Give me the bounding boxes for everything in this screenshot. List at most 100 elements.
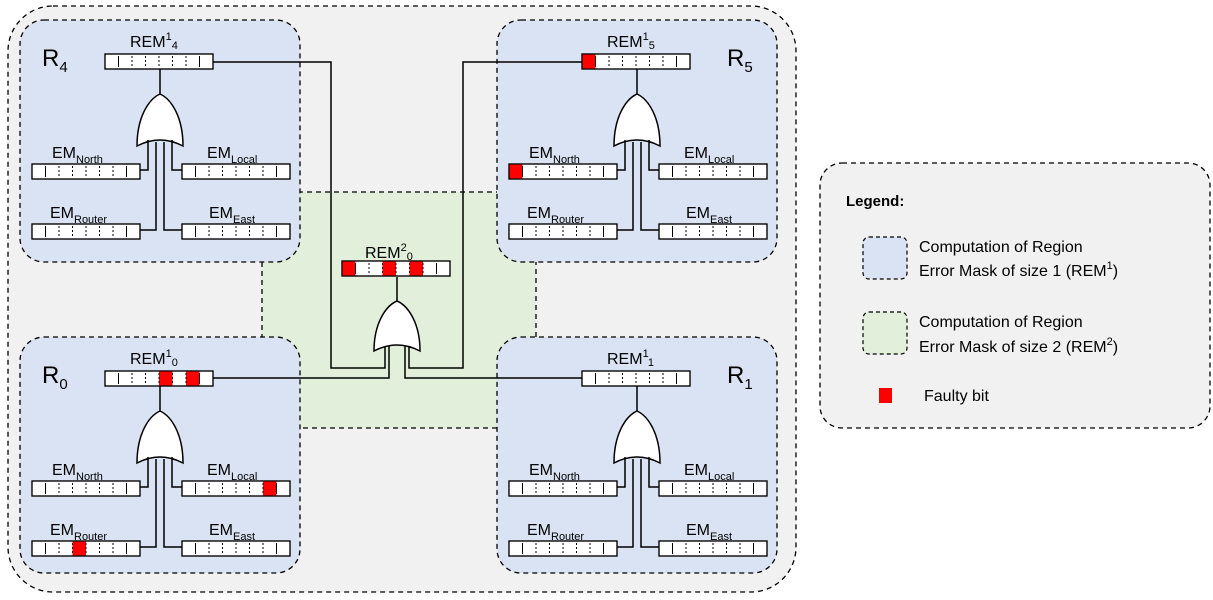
region-r1-em-north-label: EMNorth bbox=[529, 462, 580, 483]
region-r5-em-router-register bbox=[508, 223, 618, 240]
rem2-or-gate bbox=[373, 300, 421, 353]
region-r5-em-router-register-outline bbox=[508, 223, 618, 240]
region-r5-em-north-register-outline bbox=[508, 163, 618, 180]
region-r5-name: R5 bbox=[727, 45, 753, 76]
region-r4-em-local-register bbox=[181, 163, 291, 180]
region-r5-em-north-register bbox=[508, 163, 618, 180]
region-r0-wires bbox=[140, 386, 182, 548]
region-r1-or-gate bbox=[613, 410, 661, 465]
region-r1-name: R1 bbox=[727, 362, 753, 393]
region-r1-em-east-register bbox=[658, 540, 768, 557]
region-r4-em-east-register bbox=[181, 223, 291, 240]
region-r5-em-local-register-outline bbox=[658, 163, 768, 180]
region-r0-or-gate bbox=[136, 410, 184, 465]
region-r0-rem-label: REM10 bbox=[130, 348, 178, 369]
region-r0-em-router-label: EMRouter bbox=[50, 522, 107, 543]
region-r5-em-router-label: EMRouter bbox=[527, 205, 584, 226]
region-r4-em-north-label: EMNorth bbox=[52, 145, 103, 166]
region-r4-or-gate bbox=[136, 93, 184, 148]
region-r1-em-router-register-outline bbox=[508, 540, 618, 557]
region-r0-em-router-register-outline bbox=[31, 540, 141, 557]
legend-item3: Faulty bit bbox=[924, 388, 989, 405]
legend-item1-line2: Error Mask of size 1 (REM1) bbox=[919, 260, 1118, 280]
region-r0-em-north-register bbox=[31, 480, 141, 497]
legend-title: Legend: bbox=[846, 193, 904, 210]
faulty-bit bbox=[509, 164, 523, 179]
region-r4-name: R4 bbox=[42, 45, 68, 76]
region-r4-wires bbox=[140, 69, 182, 231]
region-r0-em-east-register bbox=[181, 540, 291, 557]
rem2-wiring bbox=[213, 61, 582, 379]
faulty-bit bbox=[409, 261, 423, 276]
region-r0-em-north-label: EMNorth bbox=[52, 462, 103, 483]
region-r4-em-local-label: EMLocal bbox=[207, 145, 257, 166]
region-r4-em-router-register-outline bbox=[31, 223, 141, 240]
legend-swatch-rem2 bbox=[862, 311, 908, 355]
faulty-bit bbox=[159, 371, 173, 386]
region-r4-rem-register bbox=[104, 53, 214, 70]
region-r1-em-north-register-outline bbox=[508, 480, 618, 497]
region-r0-em-east-label: EMEast bbox=[209, 522, 255, 543]
region-r5-rem-register bbox=[581, 53, 691, 70]
region-r1-em-local-register bbox=[658, 480, 768, 497]
region-r1-em-router-label: EMRouter bbox=[527, 522, 584, 543]
faulty-bit bbox=[382, 261, 396, 276]
legend-item2-line1: Computation of Region bbox=[919, 314, 1083, 331]
rem2-register-group: REM20 bbox=[341, 242, 451, 277]
region-r0-em-north-register-outline bbox=[31, 480, 141, 497]
region-r4-em-east-register-outline bbox=[181, 223, 291, 240]
faulty-bit bbox=[186, 371, 200, 386]
legend-swatch-rem1 bbox=[862, 236, 908, 280]
region-r4-rem-label: REM14 bbox=[130, 31, 178, 52]
region-r1-rem-register bbox=[581, 370, 691, 387]
region-r4-rem-register-outline bbox=[104, 53, 214, 70]
region-r5-em-north-label: EMNorth bbox=[529, 145, 580, 166]
region-r1-em-router-register bbox=[508, 540, 618, 557]
faulty-bit bbox=[342, 261, 356, 276]
region-r0-em-local-register-outline bbox=[181, 480, 291, 497]
region-r0-name: R0 bbox=[42, 362, 68, 393]
region-r4-em-router-label: EMRouter bbox=[50, 205, 107, 226]
legend-box bbox=[819, 162, 1211, 429]
region-r4-em-north-register bbox=[31, 163, 141, 180]
region-r5-rem-label: REM15 bbox=[607, 31, 655, 52]
faulty-bit bbox=[72, 541, 86, 556]
region-r1-em-east-label: EMEast bbox=[686, 522, 732, 543]
region-r0-em-local-register bbox=[181, 480, 291, 497]
rem2-register bbox=[341, 260, 451, 277]
region-r4-em-local-register-outline bbox=[181, 163, 291, 180]
region-r0-em-router-register bbox=[31, 540, 141, 557]
region-r1-em-local-label: EMLocal bbox=[684, 462, 734, 483]
region-r4-em-router-register bbox=[31, 223, 141, 240]
region-r5-or-gate bbox=[613, 93, 661, 148]
region-r1-em-north-register bbox=[508, 480, 618, 497]
region-r0-em-east-register-outline bbox=[181, 540, 291, 557]
region-r5-wires bbox=[617, 69, 659, 231]
rem2-label: REM20 bbox=[365, 242, 413, 263]
legend-faulty-swatch bbox=[879, 388, 892, 403]
region-r0-em-local-label: EMLocal bbox=[207, 462, 257, 483]
faulty-bit bbox=[582, 54, 596, 69]
legend-item2-line2: Error Mask of size 2 (REM2) bbox=[919, 336, 1118, 356]
faulty-bit bbox=[263, 481, 277, 496]
region-r1-rem-label: REM11 bbox=[607, 348, 654, 369]
rem2-register-outline bbox=[341, 260, 451, 277]
region-r1-rem-register-outline bbox=[581, 370, 691, 387]
region-r5 bbox=[496, 19, 778, 263]
region-r5-em-local-register bbox=[658, 163, 768, 180]
region-r5-em-east-label: EMEast bbox=[686, 205, 732, 226]
region-r0-rem-register bbox=[104, 370, 214, 387]
region-r0-rem-register-outline bbox=[104, 370, 214, 387]
region-r4-em-east-label: EMEast bbox=[209, 205, 255, 226]
legend-item1-line1: Computation of Region bbox=[919, 239, 1083, 256]
region-r1-wires bbox=[617, 386, 659, 548]
region-r5-rem-register-outline bbox=[581, 53, 691, 70]
region-r5-em-east-register bbox=[658, 223, 768, 240]
region-r1-em-east-register-outline bbox=[658, 540, 768, 557]
region-r1-em-local-register-outline bbox=[658, 480, 768, 497]
